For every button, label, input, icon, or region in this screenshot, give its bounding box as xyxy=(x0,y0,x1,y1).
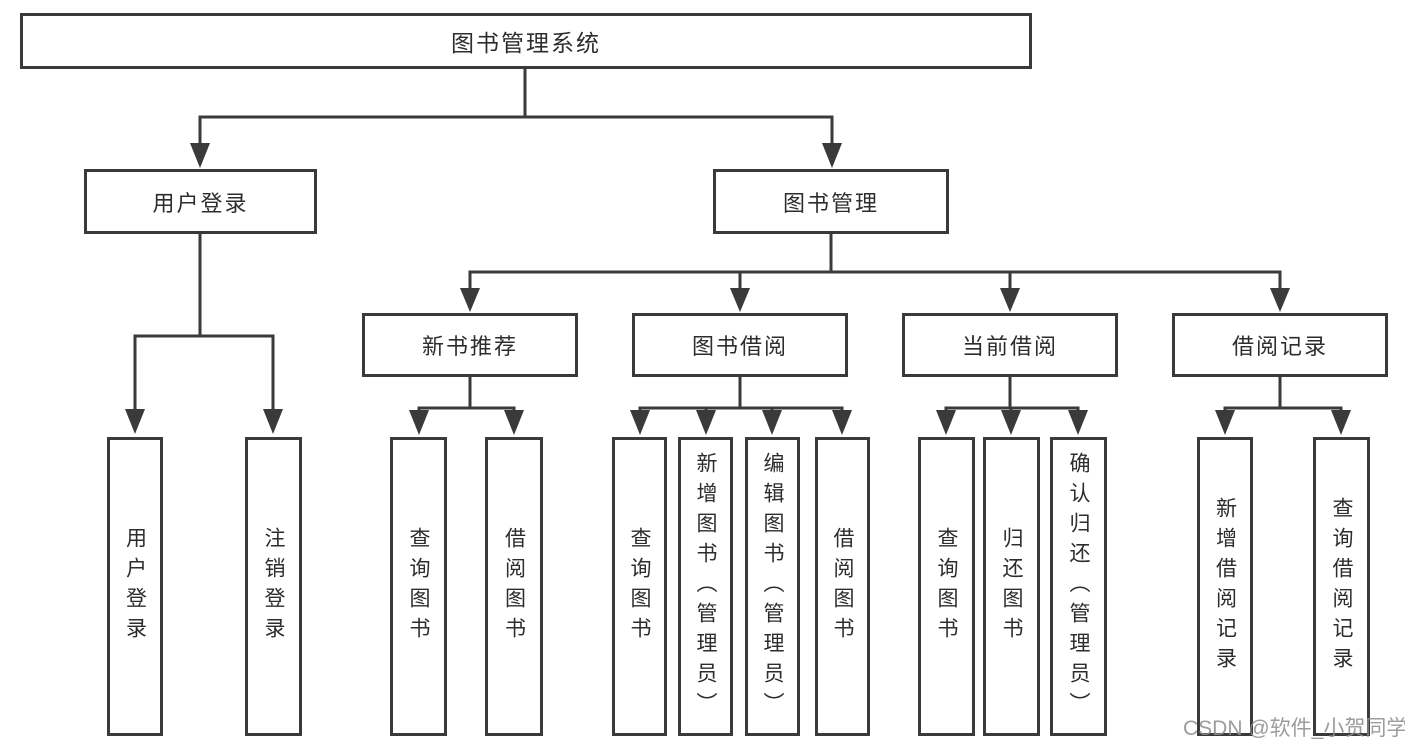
node-library-system: 图书管理系统 xyxy=(20,13,1032,69)
leaf-borrow-books-recommend: 借阅图书 xyxy=(485,437,543,736)
leaf-label: 借阅图书 xyxy=(831,526,854,647)
node-label: 图书借阅 xyxy=(691,334,788,359)
node-label: 用户登录 xyxy=(152,190,249,216)
node-current-borrowing: 当前借阅 xyxy=(902,313,1118,377)
arrowhead-icon xyxy=(630,410,650,435)
arrowhead-icon xyxy=(1270,288,1290,312)
arrowhead-icon xyxy=(730,288,750,312)
node-label: 图书管理 xyxy=(782,190,879,216)
leaf-logout: 注销登录 xyxy=(245,437,302,736)
connector-root-to-level2 xyxy=(190,67,842,168)
arrowhead-icon xyxy=(1331,410,1351,435)
node-label: 当前借阅 xyxy=(961,334,1058,359)
arrowhead-icon xyxy=(832,410,852,435)
node-user-login: 用户登录 xyxy=(84,169,317,234)
leaf-label: 注销登录 xyxy=(262,526,285,647)
watermark: CSDN @软件_小贺同学 xyxy=(1183,717,1405,740)
leaf-query-books-borrow: 查询图书 xyxy=(612,437,667,736)
connector-newbook-to-leaves xyxy=(409,375,524,435)
leaf-label: 编辑图书（管理员） xyxy=(761,451,784,722)
leaf-label: 查询图书 xyxy=(628,526,651,647)
leaf-label: 确认归还（管理员） xyxy=(1067,451,1090,722)
connector-bookmgmt-to-level3 xyxy=(460,232,1290,312)
leaf-query-books-recommend: 查询图书 xyxy=(390,437,447,736)
leaf-query-books-current: 查询图书 xyxy=(918,437,975,736)
node-label: 借阅记录 xyxy=(1231,334,1328,359)
leaf-label: 新增图书（管理员） xyxy=(694,451,717,722)
leaf-query-borrow-record: 查询借阅记录 xyxy=(1313,437,1370,736)
node-book-borrowing: 图书借阅 xyxy=(632,313,848,377)
leaf-label: 查询图书 xyxy=(407,526,430,647)
leaf-label: 查询借阅记录 xyxy=(1330,496,1353,677)
node-book-management: 图书管理 xyxy=(713,169,949,234)
connector-userlogin-to-leaves xyxy=(125,232,283,434)
leaf-add-books-admin: 新增图书（管理员） xyxy=(678,437,733,736)
leaf-add-borrow-record: 新增借阅记录 xyxy=(1197,437,1253,736)
arrowhead-icon xyxy=(696,410,716,435)
leaf-label: 归还图书 xyxy=(1000,526,1023,647)
arrowhead-icon xyxy=(409,410,429,435)
arrowhead-icon xyxy=(190,143,210,168)
connector-currentborrow-to-leaves xyxy=(936,375,1088,435)
connector-bookborrow-to-leaves xyxy=(630,375,852,435)
arrowhead-icon xyxy=(1000,288,1020,312)
node-new-book-recommend: 新书推荐 xyxy=(362,313,578,377)
arrowhead-icon xyxy=(1001,410,1021,435)
arrowhead-icon xyxy=(125,409,145,434)
node-label: 新书推荐 xyxy=(421,334,518,359)
arrowhead-icon xyxy=(1215,410,1235,435)
arrowhead-icon xyxy=(504,410,524,435)
leaf-label: 查询图书 xyxy=(935,526,958,647)
arrowhead-icon xyxy=(936,410,956,435)
arrowhead-icon xyxy=(822,143,842,168)
leaf-borrow-books: 借阅图书 xyxy=(815,437,870,736)
arrowhead-icon xyxy=(1068,410,1088,435)
leaf-label: 用户登录 xyxy=(123,526,147,647)
leaf-confirm-return-admin: 确认归还（管理员） xyxy=(1050,437,1107,736)
arrowhead-icon xyxy=(263,409,283,434)
connector-borrowrecords-to-leaves xyxy=(1215,375,1351,435)
arrowhead-icon xyxy=(762,410,782,435)
node-borrowing-records: 借阅记录 xyxy=(1172,313,1388,377)
arrowhead-icon xyxy=(460,288,480,312)
leaf-edit-books-admin: 编辑图书（管理员） xyxy=(745,437,800,736)
leaf-user-login: 用户登录 xyxy=(107,437,163,736)
leaf-label: 借阅图书 xyxy=(502,526,526,647)
node-label: 图书管理系统 xyxy=(451,30,601,56)
leaf-return-books: 归还图书 xyxy=(983,437,1040,736)
leaf-label: 新增借阅记录 xyxy=(1213,496,1237,677)
